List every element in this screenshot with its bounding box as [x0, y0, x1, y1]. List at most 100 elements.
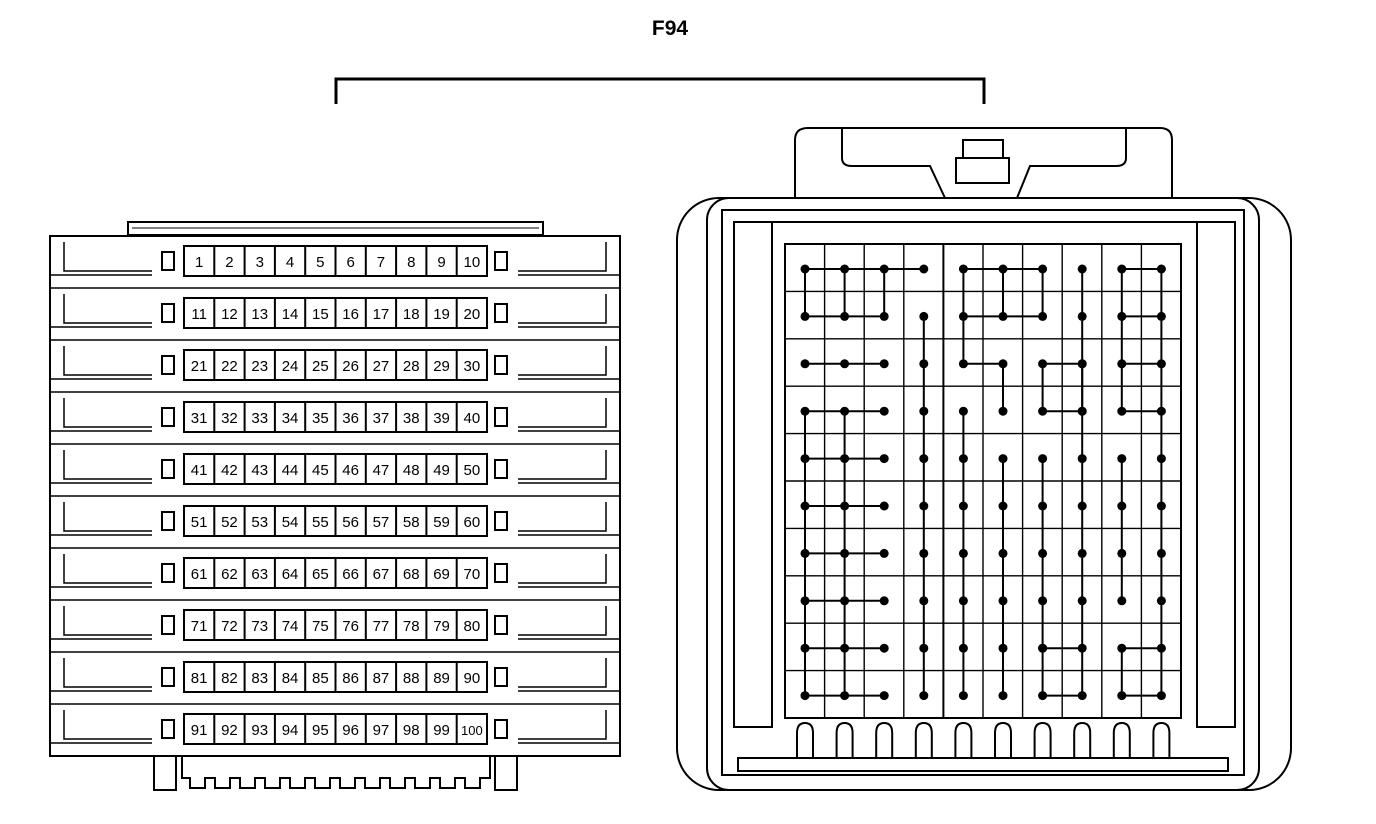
pin-contact: [919, 548, 929, 558]
row-lock-right: [494, 667, 508, 687]
pin-number: 78: [403, 618, 420, 635]
pin-contact: [840, 359, 850, 369]
row-lock-left: [161, 251, 175, 271]
pin-contact: [1156, 454, 1166, 464]
pin-number: 36: [342, 410, 359, 427]
pin-contact: [958, 406, 968, 416]
view-bracket: [334, 77, 986, 104]
pin-contact: [800, 691, 810, 701]
pin-number: 6: [346, 254, 354, 271]
pin-number: 40: [464, 410, 481, 427]
connector-rear-view: [676, 127, 1292, 791]
pin-contact: [998, 501, 1008, 511]
pin-number: 99: [433, 722, 450, 739]
pin-number: 73: [251, 618, 268, 635]
pin-number: 11: [191, 306, 207, 323]
latch-slot: [1033, 721, 1052, 758]
pin-contact: [1077, 359, 1087, 369]
pin-contact: [1077, 406, 1087, 416]
pin-contact: [998, 406, 1008, 416]
pin-contact: [1077, 596, 1087, 606]
front-pin-row: [50, 658, 620, 705]
pin-number: 95: [312, 722, 329, 739]
row-lock-left: [161, 303, 175, 323]
pin-contact: [1117, 501, 1127, 511]
pin-number: 3: [256, 254, 264, 271]
pin-number: 2: [225, 254, 233, 271]
pin-number: 51: [191, 514, 208, 531]
pin-number: 24: [282, 358, 299, 375]
latch-slot: [875, 721, 894, 758]
row-lock-left: [161, 355, 175, 375]
latch-slot: [994, 721, 1012, 758]
pin-contact: [1156, 643, 1166, 653]
pin-number: 34: [282, 410, 299, 427]
pin-number: 74: [282, 618, 299, 635]
pin-number: 45: [312, 462, 329, 479]
pin-contact: [958, 691, 968, 701]
pin-contact: [998, 643, 1008, 653]
pin-contact: [1117, 691, 1127, 701]
pin-contact: [919, 406, 929, 416]
pin-number: 58: [403, 514, 420, 531]
latch-slot: [796, 721, 814, 758]
pin-number: 25: [312, 358, 329, 375]
pin-contact: [840, 311, 850, 321]
pin-number: 90: [464, 670, 481, 687]
pin-number: 43: [251, 462, 268, 479]
pin-number: 50: [464, 462, 481, 479]
pin-number: 76: [342, 618, 359, 635]
pin-number: 4: [286, 254, 294, 271]
row-lock-left: [161, 407, 175, 427]
connector-front-view: [49, 221, 621, 791]
pin-contact: [958, 311, 968, 321]
pin-contact: [1156, 691, 1166, 701]
pin-number: 86: [342, 670, 359, 687]
pin-number: 42: [221, 462, 238, 479]
latch-slot: [1112, 721, 1131, 758]
pin-number: 44: [282, 462, 299, 479]
pin-contact: [879, 643, 889, 653]
pin-number: 82: [221, 670, 238, 687]
pin-contact: [919, 691, 929, 701]
pin-contact: [840, 643, 850, 653]
pin-contact: [840, 406, 850, 416]
rear-top-latch: [794, 127, 1173, 198]
pin-number: 21: [191, 358, 208, 375]
pin-number: 20: [464, 306, 481, 323]
pin-number: 15: [312, 306, 329, 323]
pin-number: 79: [433, 618, 450, 635]
pin-number: 77: [373, 618, 390, 635]
pin-contact: [958, 454, 968, 464]
row-lock-right: [494, 459, 508, 479]
pin-number: 13: [251, 306, 268, 323]
pin-contact: [958, 643, 968, 653]
pin-contact: [1077, 264, 1087, 274]
pin-number: 68: [403, 566, 420, 583]
pin-number: 46: [342, 462, 359, 479]
pin-contact: [879, 406, 889, 416]
pin-contact: [998, 691, 1008, 701]
pin-contact: [998, 311, 1008, 321]
pin-number: 19: [433, 306, 450, 323]
pin-number: 85: [312, 670, 329, 687]
pin-number: 93: [251, 722, 268, 739]
pin-number: 26: [342, 358, 359, 375]
pin-number: 38: [403, 410, 420, 427]
pin-number: 18: [403, 306, 420, 323]
pin-number: 14: [282, 306, 299, 323]
pin-number: 84: [282, 670, 299, 687]
pin-number: 47: [373, 462, 390, 479]
pin-contact: [840, 264, 850, 274]
rear-latch-lock: [955, 157, 1010, 184]
pin-contact: [1038, 643, 1048, 653]
pin-contact: [800, 264, 810, 274]
pin-number: 17: [373, 306, 390, 323]
pin-number: 22: [221, 358, 238, 375]
pin-contact: [1156, 311, 1166, 321]
pin-contact: [1117, 359, 1127, 369]
pin-contact: [919, 501, 929, 511]
pin-number: 65: [312, 566, 329, 583]
latch-slot: [835, 721, 854, 758]
